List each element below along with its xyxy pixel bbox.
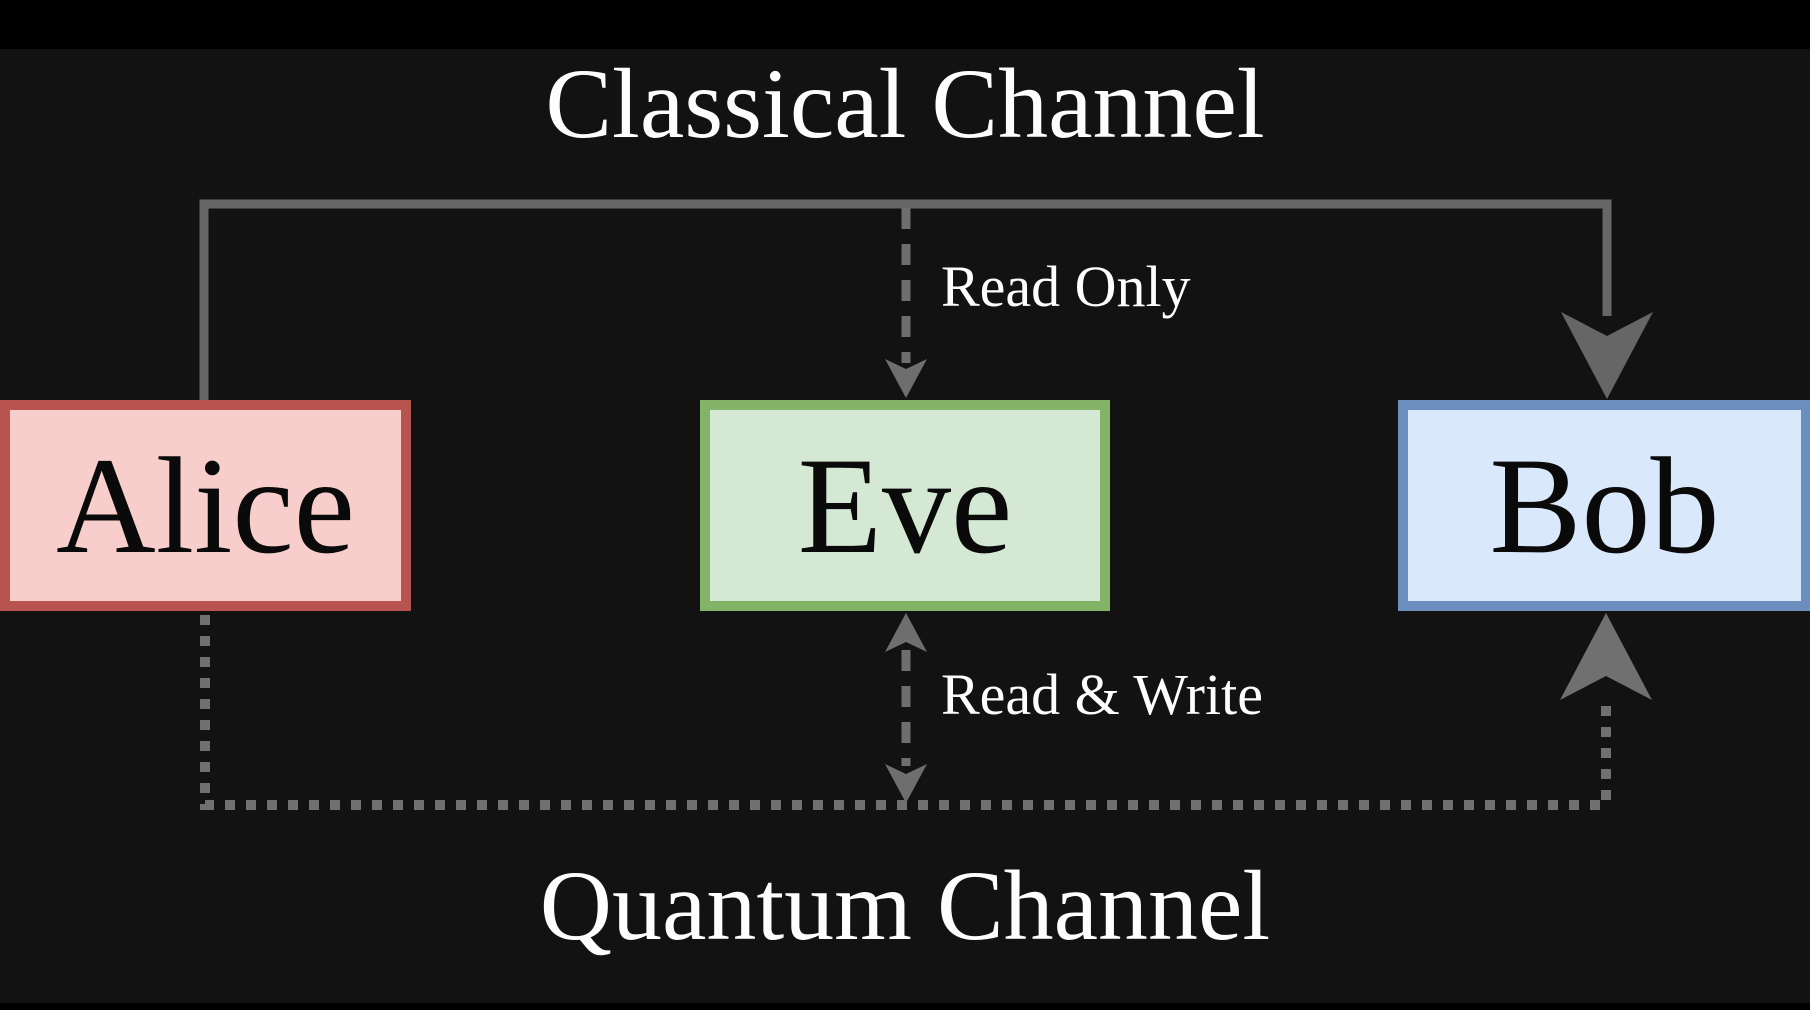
alice-node-label: Alice [56, 428, 355, 582]
quantum-channel-line [200, 615, 1611, 810]
eve-node-label: Eve [797, 428, 1013, 582]
letterbox-bottom-bar [0, 1003, 1810, 1010]
quantum-channel-arrowhead-icon [1560, 613, 1652, 700]
read-write-arrowhead-up-icon [885, 613, 927, 652]
classical-channel-line [199, 199, 1612, 400]
bob-node-label: Bob [1489, 428, 1720, 582]
alice-node: Alice [0, 400, 411, 611]
eve-node: Eve [700, 400, 1110, 611]
quantum-channel-title: Quantum Channel [539, 850, 1271, 961]
read-only-label: Read Only [941, 254, 1191, 319]
read-write-label: Read & Write [941, 662, 1263, 727]
bob-node: Bob [1398, 400, 1810, 611]
read-write-arrowhead-down-icon [885, 764, 927, 803]
classical-channel-title: Classical Channel [545, 48, 1265, 159]
classical-channel-arrowhead-icon [1561, 312, 1653, 399]
read-only-arrowhead-icon [885, 359, 927, 398]
letterbox-top-bar [0, 0, 1810, 49]
